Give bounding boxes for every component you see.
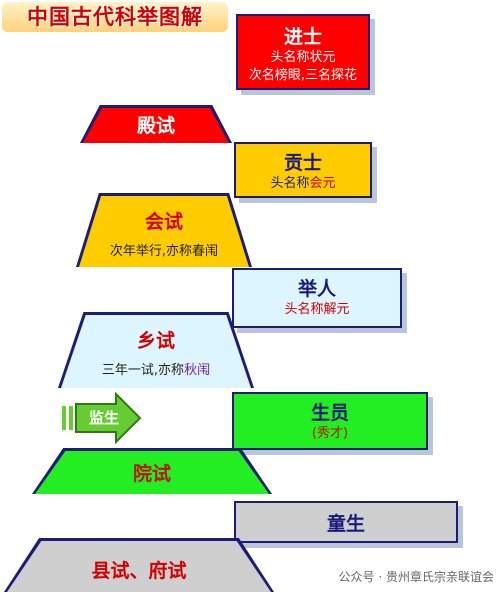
huishi-label: 会试 (144, 211, 183, 233)
gongshi-line-prefix: 头名称 (270, 176, 310, 191)
arrow-yuanshi-text: 院试 (32, 459, 272, 486)
xianfu-label: 县试、府试 (91, 560, 187, 582)
jiansheng-stripe-1 (62, 406, 66, 430)
gongshi-line-emph: 会元 (309, 176, 336, 191)
gongshi-line: 头名称会元 (236, 175, 370, 193)
arrow-xiangshi: 乡试 三年一试,亦称秋闱 (58, 312, 254, 388)
jinshi-line1: 头名称状元 (270, 50, 336, 65)
arrow-yuanshi-fill (35, 451, 269, 494)
jiansheng-arrow-shape (75, 392, 142, 444)
box-juren: 举人 头名称解元 (232, 268, 402, 328)
arrow-xianfu-fill (7, 541, 271, 592)
dianshi-label: 殿试 (136, 115, 175, 137)
huishi-line: 次年举行,亦称春闱 (109, 244, 219, 259)
xiangshi-line-prefix: 三年一试,亦称 (101, 363, 185, 378)
arrow-yuanshi: 院试 (32, 448, 272, 494)
box-shengyuan: 生员 (秀才) (232, 392, 428, 450)
jiansheng-stripe-2 (69, 406, 73, 430)
diagram-title: 中国古代科举图解 (2, 2, 228, 32)
arrow-dianshi-fill (83, 108, 229, 143)
arrow-jiansheng (62, 392, 142, 444)
arrow-huishi: 会试 次年举行,亦称春闱 (76, 193, 252, 267)
arrow-xianfu-text: 县试、府试 (4, 556, 274, 583)
arrow-huishi-text: 会试 次年举行,亦称春闱 (76, 207, 252, 259)
arrow-xianfu: 县试、府试 (4, 538, 274, 592)
box-gongshi: 贡士 头名称会元 (234, 142, 372, 198)
xiangshi-label: 乡试 (136, 330, 175, 352)
juren-label: 举人 (297, 278, 336, 300)
box-tongsheng: 童生 (234, 501, 458, 543)
arrow-xiangshi-text: 乡试 三年一试,亦称秋闱 (58, 326, 254, 378)
tongsheng-label: 童生 (326, 513, 365, 535)
yuanshi-label: 院试 (132, 463, 171, 485)
box-jinshi: 进士 头名称状元 次名榜眼,三名探花 (236, 14, 370, 90)
xiangshi-line: 三年一试,亦称秋闱 (58, 359, 254, 378)
jinshi-line2: 次名榜眼,三名探花 (248, 68, 358, 83)
arrow-xiangshi-fill (61, 315, 251, 388)
watermark-text: 公众号 · 贵州章氏宗亲联谊会 (338, 570, 494, 584)
shengyuan-line: (秀才) (311, 426, 349, 441)
arrow-dianshi: 殿试 (80, 105, 232, 143)
gongshi-label: 贡士 (283, 152, 322, 174)
juren-line: 头名称解元 (284, 302, 350, 317)
arrow-huishi-fill (79, 196, 249, 267)
jinshi-label: 进士 (283, 26, 322, 48)
arrow-dianshi-text: 殿试 (80, 111, 232, 138)
shengyuan-label: 生员 (310, 402, 349, 424)
xiangshi-line-emph: 秋闱 (184, 363, 211, 378)
jiansheng-label: 监生 (88, 409, 119, 427)
